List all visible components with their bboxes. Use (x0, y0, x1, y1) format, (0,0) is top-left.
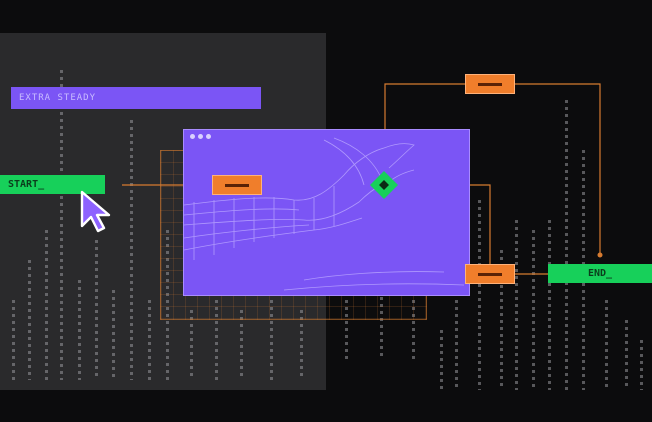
rain-column (515, 220, 518, 390)
rain-column (500, 250, 503, 390)
orange-node-1 (212, 175, 262, 195)
orange-node-3 (465, 264, 515, 284)
window-dot (190, 134, 195, 139)
main-window (183, 129, 470, 296)
rain-column (12, 300, 15, 380)
title-bar: EXTRA STEADY (11, 87, 261, 109)
rain-column (28, 260, 31, 380)
end-tag: END_ (548, 264, 652, 283)
diamond-node-icon (370, 171, 398, 199)
rain-column (565, 100, 568, 390)
rain-column (548, 220, 551, 390)
window-dot (198, 134, 203, 139)
rain-column (532, 230, 535, 390)
rain-column (60, 70, 63, 380)
rain-column (270, 300, 273, 380)
rain-column (440, 330, 443, 390)
rain-column (625, 320, 628, 390)
rain-column (148, 300, 151, 380)
rain-column (112, 290, 115, 380)
rain-column (455, 230, 458, 390)
dash-mark (478, 83, 502, 86)
rain-column (380, 290, 383, 360)
rain-column (478, 200, 481, 390)
rain-column (240, 310, 243, 380)
dash-mark (478, 273, 502, 276)
rain-column (190, 310, 193, 380)
rain-column (130, 120, 133, 380)
rain-column (300, 310, 303, 380)
rain-column (640, 340, 643, 390)
window-dot (206, 134, 211, 139)
rain-column (95, 240, 98, 380)
rain-column (412, 300, 415, 360)
rain-column (166, 230, 169, 380)
rain-column (605, 300, 608, 390)
start-tag: START_ (0, 175, 105, 194)
dash-mark (225, 184, 249, 187)
rain-column (345, 300, 348, 360)
rain-column (215, 300, 218, 380)
rain-column (78, 280, 81, 380)
rain-column (45, 230, 48, 380)
wireframe-hand-icon (184, 137, 465, 291)
orange-node-2 (465, 74, 515, 94)
arrow-cursor-icon (80, 190, 111, 233)
